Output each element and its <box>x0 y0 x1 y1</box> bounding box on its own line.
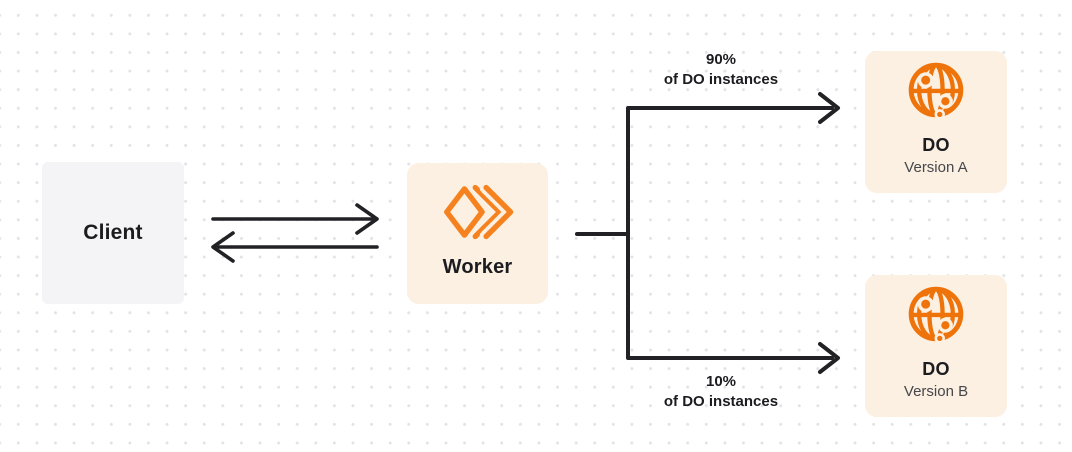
split-top-caption: of DO instances <box>663 71 779 88</box>
do-b-subtitle: Version B <box>903 383 969 400</box>
globe-icon <box>908 62 964 120</box>
do-a-subtitle: Version A <box>904 159 968 176</box>
globe-icon <box>908 286 964 344</box>
split-bottom-percent: 10% <box>705 373 737 390</box>
client-node: Client <box>42 162 184 304</box>
arrow-worker-to-client-head <box>211 231 235 263</box>
branch-split-line <box>626 106 834 360</box>
split-bottom-caption: of DO instances <box>663 393 779 410</box>
do-a-title: DO <box>922 135 950 155</box>
client-label: Client <box>83 221 143 244</box>
arrow-to-version-b-head <box>818 342 840 374</box>
do-b-title: DO <box>922 359 950 379</box>
split-label-90-percent: 90% of DO instances <box>620 50 822 90</box>
do-version-b-node: DO Version B <box>865 275 1007 417</box>
worker-label: Worker <box>442 256 513 278</box>
arrow-client-to-worker-head <box>355 203 379 235</box>
split-label-10-percent: 10% of DO instances <box>620 372 822 412</box>
arrow-to-version-a-head <box>818 92 840 124</box>
split-top-percent: 90% <box>705 51 737 68</box>
worker-node: Worker <box>407 163 548 304</box>
cloudflare-workers-icon <box>443 181 516 243</box>
do-version-a-node: DO Version A <box>865 51 1007 193</box>
